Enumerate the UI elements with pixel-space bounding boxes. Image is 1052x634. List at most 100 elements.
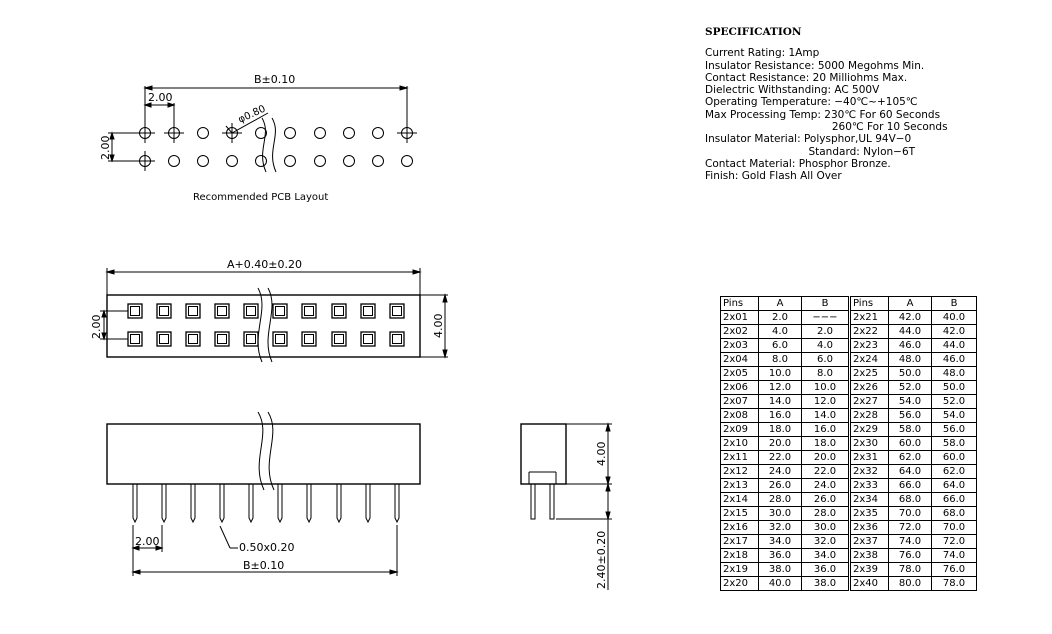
table-cell: 48.0 [888, 352, 932, 367]
pin [219, 484, 225, 524]
top-row-label: 2.00 [90, 315, 103, 340]
pcb-caption: Recommended PCB Layout [193, 192, 328, 203]
table-cell: 8.0 [801, 366, 850, 381]
contact-square [156, 331, 172, 347]
table-cell: 2x28 [848, 408, 889, 423]
pcb-hole [255, 155, 267, 167]
table-cell: 14.0 [758, 394, 802, 409]
contact-square-inner [392, 306, 402, 316]
table-cell: 30.0 [758, 506, 802, 521]
table-cell: 2x33 [848, 478, 889, 493]
table-cell: 34.0 [758, 534, 802, 549]
table-cell: 2x06 [720, 380, 759, 395]
table-cell: 2x10 [720, 436, 759, 451]
table-cell: 60.0 [931, 450, 977, 465]
table-cell: 36.0 [758, 548, 802, 563]
front-b-label: B±0.10 [243, 559, 284, 572]
table-cell: 78.0 [888, 562, 932, 577]
front-pitch-label: 2.00 [135, 535, 160, 548]
table-cell: 2x37 [848, 534, 889, 549]
pcb-hole [372, 155, 384, 167]
table-cell: 2x27 [848, 394, 889, 409]
pin [132, 484, 138, 524]
contact-square [214, 331, 230, 347]
pin [190, 484, 196, 524]
table-cell: 2x12 [720, 464, 759, 479]
table-cell: 2x36 [848, 520, 889, 535]
table-cell: 14.0 [801, 408, 850, 423]
top-a-label: A+0.40±0.20 [227, 258, 302, 271]
table-cell: 46.0 [888, 338, 932, 353]
contact-square-inner [304, 334, 314, 344]
table-cell: 2x03 [720, 338, 759, 353]
table-cell: 38.0 [801, 576, 850, 591]
table-cell: 4.0 [758, 324, 802, 339]
contact-square-inner [217, 306, 227, 316]
table-header-row: Pins A B Pins A B [720, 296, 977, 311]
pcb-hole [168, 155, 180, 167]
spec-line: Finish: Gold Flash All Over [705, 170, 842, 183]
contact-square-inner [363, 334, 373, 344]
pcb-hole [343, 155, 355, 167]
table-cell: 40.0 [758, 576, 802, 591]
contact-square-inner [130, 306, 140, 316]
table-cell: 2.0 [758, 310, 802, 325]
pcb-hole [255, 127, 267, 139]
table-cell: 60.0 [888, 436, 932, 451]
pin [277, 484, 283, 524]
pin [394, 484, 400, 524]
table-cell: 48.0 [931, 366, 977, 381]
contact-square-inner [188, 334, 198, 344]
table-cell: 28.0 [758, 492, 802, 507]
spec-line: 260℃ For 10 Seconds [705, 121, 948, 134]
table-cell: 76.0 [888, 548, 932, 563]
table-cell: 2x02 [720, 324, 759, 339]
table-cell: 6.0 [801, 352, 850, 367]
side-pin-label: 2.40±0.20 [595, 531, 608, 589]
table-cell: 12.0 [758, 380, 802, 395]
pcb-hole [343, 127, 355, 139]
table-cell: 2x11 [720, 450, 759, 465]
table-cell: 32.0 [758, 520, 802, 535]
table-cell: 8.0 [758, 352, 802, 367]
table-cell: 76.0 [931, 562, 977, 577]
table-cell: 2x34 [848, 492, 889, 507]
contact-square [272, 303, 288, 319]
table-cell: 52.0 [888, 380, 932, 395]
contact-square-inner [188, 306, 198, 316]
table-cell: 24.0 [758, 464, 802, 479]
pin [306, 484, 312, 524]
table-cell: 22.0 [801, 464, 850, 479]
top-view: A+0.40±0.20 2.00 4.00 [90, 258, 448, 363]
side-height-label: 4.00 [595, 442, 608, 467]
table-cell: 54.0 [931, 408, 977, 423]
front-view: 2.00 0.50x0.20 B±0.10 [106, 411, 421, 576]
contact-square-inner [217, 334, 227, 344]
table-cell: 2x13 [720, 478, 759, 493]
table-cell: 2.0 [801, 324, 850, 339]
table-cell: 38.0 [758, 562, 802, 577]
table-cell: 4.0 [801, 338, 850, 353]
table-cell: 78.0 [931, 576, 977, 591]
table-cell: 2x23 [848, 338, 889, 353]
table-cell: 58.0 [888, 422, 932, 437]
contact-square-inner [159, 334, 169, 344]
table-cell: 2x01 [720, 310, 759, 325]
table-cell: 56.0 [931, 422, 977, 437]
table-cell: 24.0 [801, 478, 850, 493]
table-cell: 16.0 [758, 408, 802, 423]
table-cell: 66.0 [888, 478, 932, 493]
pcb-pitch-label: 2.00 [148, 91, 173, 104]
spec-line: Insulator Resistance: 5000 Megohms Min. [705, 59, 925, 72]
table-cell: 32.0 [801, 534, 850, 549]
